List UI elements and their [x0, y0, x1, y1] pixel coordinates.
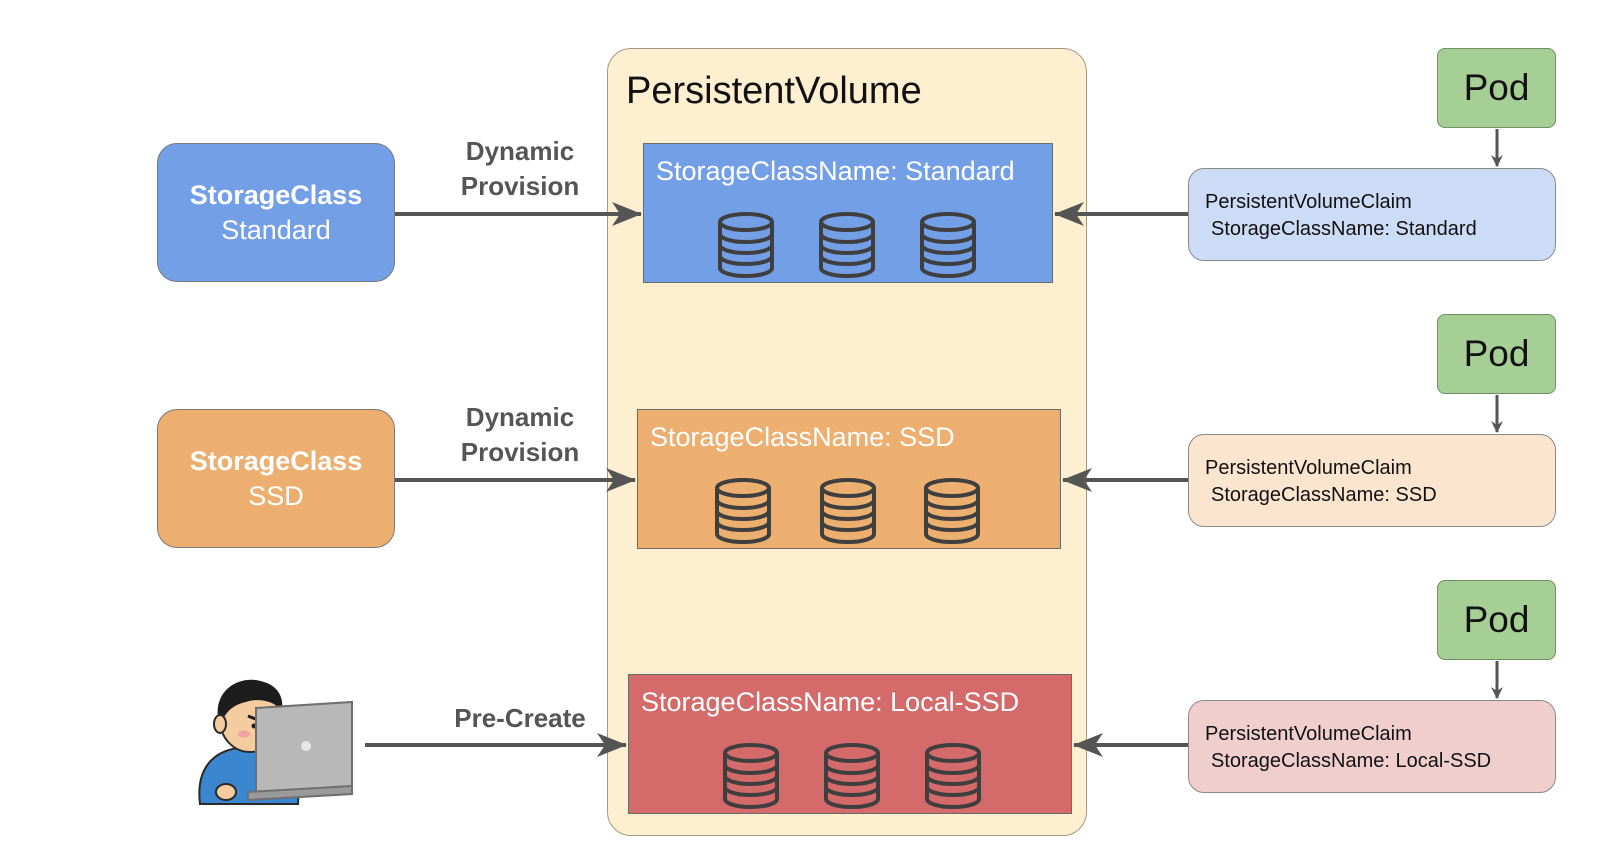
pvc-ssd-class: StorageClassName: SSD: [1211, 484, 1437, 506]
storage-class-standard-type: Standard: [221, 214, 331, 245]
volume-standard-label: StorageClassName: Standard: [656, 156, 1015, 186]
storage-class-ssd-name: StorageClass: [189, 445, 363, 476]
database-icon: [920, 212, 976, 278]
persistent-volume-title: PersistentVolume: [626, 70, 922, 112]
storage-class-ssd: StorageClass SSD: [157, 409, 395, 548]
pvc-ssd: PersistentVolumeClaim StorageClassName: …: [1188, 434, 1556, 527]
storage-class-standard: StorageClass Standard: [157, 143, 395, 282]
pvc-standard-title: PersistentVolumeClaim: [1205, 191, 1412, 213]
pvc-local-ssd: PersistentVolumeClaim StorageClassName: …: [1188, 700, 1556, 793]
edge-label-pre-create: Pre-Create: [454, 703, 586, 733]
edge-label-dynamic-provision-ssd: Dynamic Provision: [460, 402, 580, 467]
database-icon: [715, 478, 771, 544]
pod-standard: Pod: [1437, 48, 1556, 128]
storage-class-ssd-type: SSD: [248, 480, 304, 511]
user-with-laptop-icon: [198, 679, 353, 805]
pod-local-ssd: Pod: [1437, 580, 1556, 660]
volume-local-ssd-label: StorageClassName: Local-SSD: [641, 687, 1020, 717]
database-icon: [819, 212, 875, 278]
pvc-standard-class: StorageClassName: Standard: [1211, 218, 1477, 240]
database-icon: [924, 478, 980, 544]
volume-standard: StorageClassName: Standard: [643, 143, 1053, 283]
pod-ssd: Pod: [1437, 314, 1556, 394]
storage-class-standard-name: StorageClass: [189, 179, 363, 210]
database-icon: [718, 212, 774, 278]
database-icon: [820, 478, 876, 544]
edge-label-dynamic-provision-standard: Dynamic Provision: [460, 136, 580, 201]
database-icon: [723, 743, 779, 809]
pvc-local-ssd-class: StorageClassName: Local-SSD: [1211, 750, 1492, 772]
pvc-local-ssd-title: PersistentVolumeClaim: [1205, 723, 1412, 745]
database-icon: [824, 743, 880, 809]
volume-ssd-label: StorageClassName: SSD: [650, 422, 955, 452]
volume-ssd: StorageClassName: SSD: [637, 409, 1061, 549]
volume-local-ssd: StorageClassName: Local-SSD: [628, 674, 1072, 814]
database-icon: [925, 743, 981, 809]
pvc-standard: PersistentVolumeClaim StorageClassName: …: [1188, 168, 1556, 261]
pvc-ssd-title: PersistentVolumeClaim: [1205, 457, 1412, 479]
